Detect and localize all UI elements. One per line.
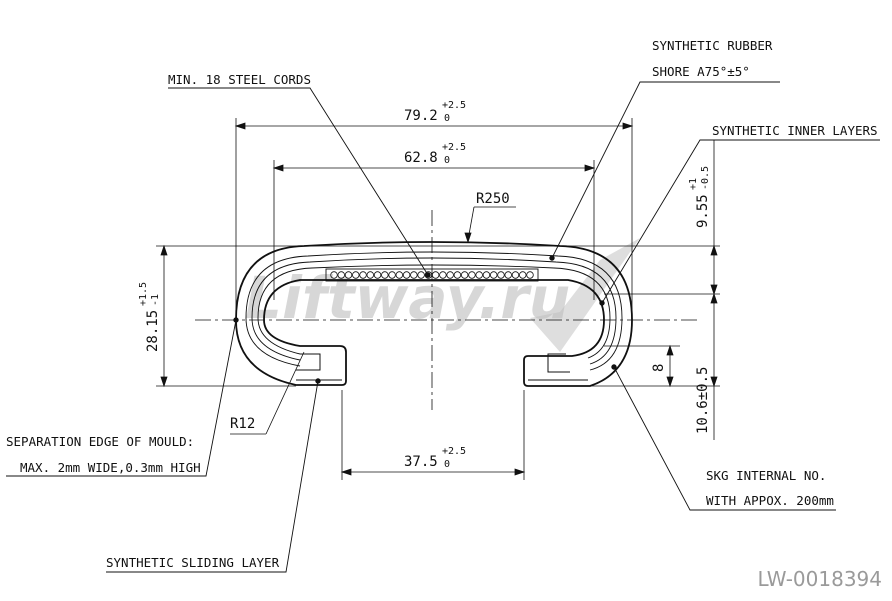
steel-cord [519, 271, 527, 279]
watermark-logo: Liftway.ru [245, 238, 640, 352]
separation-label-line1: SEPARATION EDGE OF MOULD: [6, 434, 194, 449]
handrail-profile [233, 241, 633, 387]
steel-cord [504, 271, 512, 279]
dim-radius-top: R250 [476, 191, 510, 207]
skg-label-line2: WITH APPOX. 200mm [706, 493, 834, 508]
dim-inner-width-value: 62.8 [404, 150, 438, 166]
inner-layer-3 [257, 264, 611, 359]
steel-cord [366, 271, 374, 279]
steel-cord [381, 271, 389, 279]
dim-radius-corner: R12 [230, 416, 255, 432]
skg-label-line1: SKG INTERNAL NO. [706, 468, 826, 483]
steel-cord [446, 271, 454, 279]
steel-cord [526, 271, 534, 279]
steel-cord [395, 271, 404, 279]
callout-labels: MIN. 18 STEEL CORDS SYNTHETIC RUBBER SHO… [6, 38, 878, 570]
separation-label-line2: MAX. 2mm WIDE,0.3mm HIGH [20, 460, 201, 475]
dim-height-top-tol-plus: +1 [688, 178, 699, 190]
dim-outer-width-value: 79.2 [404, 108, 438, 124]
inner-layer-1 [245, 251, 623, 371]
steel-cord [453, 271, 462, 279]
dim-inner-width-tol-minus: 0 [444, 155, 450, 166]
dim-lip-height-value: 8 [651, 364, 667, 372]
steel-cord [352, 271, 360, 279]
steel-cord [511, 271, 520, 279]
steel-cords-label: MIN. 18 STEEL CORDS [168, 72, 311, 87]
rubber-label-line1: SYNTHETIC RUBBER [652, 38, 773, 53]
rubber-label-line2: SHORE A75°±5° [652, 64, 750, 79]
steel-cord [373, 271, 382, 279]
dim-height-top-tol-minus: -0.5 [700, 166, 711, 190]
drawing-code: LW-0018394 [757, 567, 882, 591]
callout-leaders [6, 81, 880, 573]
steel-cords [330, 271, 534, 279]
dimension-lines [156, 118, 720, 480]
steel-cord [410, 271, 418, 279]
inner-layer-2 [251, 257, 617, 365]
right-lip-insert [547, 353, 570, 373]
steel-cord-band [325, 268, 539, 282]
steel-cord [490, 271, 498, 279]
dim-height-top-value: 9.55 [695, 194, 711, 228]
steel-cord [460, 271, 469, 279]
sliding-layer-label: SYNTHETIC SLIDING LAYER [106, 555, 280, 570]
dim-height-total-tol-plus: +1.5 [138, 282, 149, 306]
left-lip-insert [296, 353, 321, 371]
steel-cord [439, 271, 447, 279]
dimension-texts: 79.2 +2.5 0 62.8 +2.5 0 37.5 +2.5 0 28.1… [138, 100, 711, 470]
dim-opening-width-tol-minus: 0 [444, 459, 450, 470]
dim-height-total-value: 28.15 [145, 310, 161, 352]
dim-outer-width-tol-minus: 0 [444, 113, 450, 124]
dim-opening-width-tol-plus: +2.5 [442, 446, 466, 457]
steel-cord [359, 271, 367, 279]
watermark-arrow-icon [530, 238, 640, 352]
steel-cord [388, 271, 396, 279]
steel-cord [431, 271, 440, 279]
dim-height-bottom-value: 10.6±0.5 [695, 367, 711, 434]
inner-layers-label: SYNTHETIC INNER LAYERS [712, 123, 878, 138]
steel-cord [337, 271, 345, 279]
steel-cord [482, 271, 491, 279]
steel-cord [424, 271, 433, 279]
steel-cord [344, 271, 353, 279]
steel-cord [330, 271, 338, 279]
steel-cord [417, 271, 425, 279]
dim-height-total-tol-minus: -1 [150, 294, 161, 306]
steel-cord [497, 271, 505, 279]
steel-cord [475, 271, 483, 279]
dim-inner-width-tol-plus: +2.5 [442, 142, 466, 153]
steel-cord [402, 271, 411, 279]
watermark-text: Liftway.ru [245, 264, 570, 332]
dim-outer-width-tol-plus: +2.5 [442, 100, 466, 111]
steel-cord [468, 271, 476, 279]
dim-opening-width-value: 37.5 [404, 454, 438, 470]
